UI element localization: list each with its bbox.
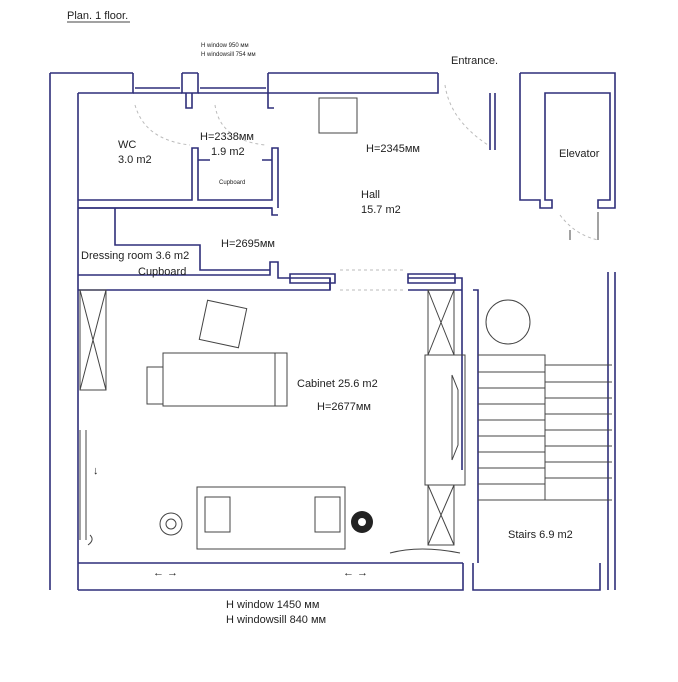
dressing-name: Dressing room 3.6 m2 [81,250,190,262]
stairs-label: Stairs 6.9 m2 [508,529,573,541]
dressing-cupboard: Cupboard [138,266,187,278]
top-window-sill: H windowsill 754 мм [201,52,256,58]
hall-height: H=2345мм [366,143,420,155]
arrow-left: ← → [153,567,179,579]
stairs-steps [478,354,612,501]
bottom-window-sill: H windowsill 840 мм [226,614,327,626]
elevator-label: Elevator [559,148,600,160]
desk [162,352,288,407]
top-window-height: H window 950 мм [201,43,249,49]
hall-name: Hall [361,189,380,201]
wc-area: 3.0 m2 [118,154,152,166]
arrow-right: ← → [343,567,369,579]
cabinet-height: H=2677мм [317,401,371,413]
sofa [196,486,346,550]
down-arrow-icon: ↓ [93,465,99,477]
wc-name: WC [118,139,137,151]
round-table [485,299,531,345]
cabinet-name: Cabinet 25.6 m2 [297,378,378,390]
hall-area: 15.7 m2 [361,204,401,216]
plan-title: Plan. 1 floor. [67,10,129,22]
door-swings [134,84,599,291]
cupboard-small-label: Cupboard [219,180,246,186]
bottom-window-height: H window 1450 мм [226,599,320,611]
chair [198,299,248,349]
dressing-height: H=2695мм [221,238,275,250]
entrance-label: Entrance. [451,55,499,67]
small-room-area: 1.9 m2 [211,146,245,158]
hall-table [318,97,358,134]
small-room-height: H=2338мм [200,131,254,143]
furniture [79,97,531,554]
walls [49,72,616,591]
